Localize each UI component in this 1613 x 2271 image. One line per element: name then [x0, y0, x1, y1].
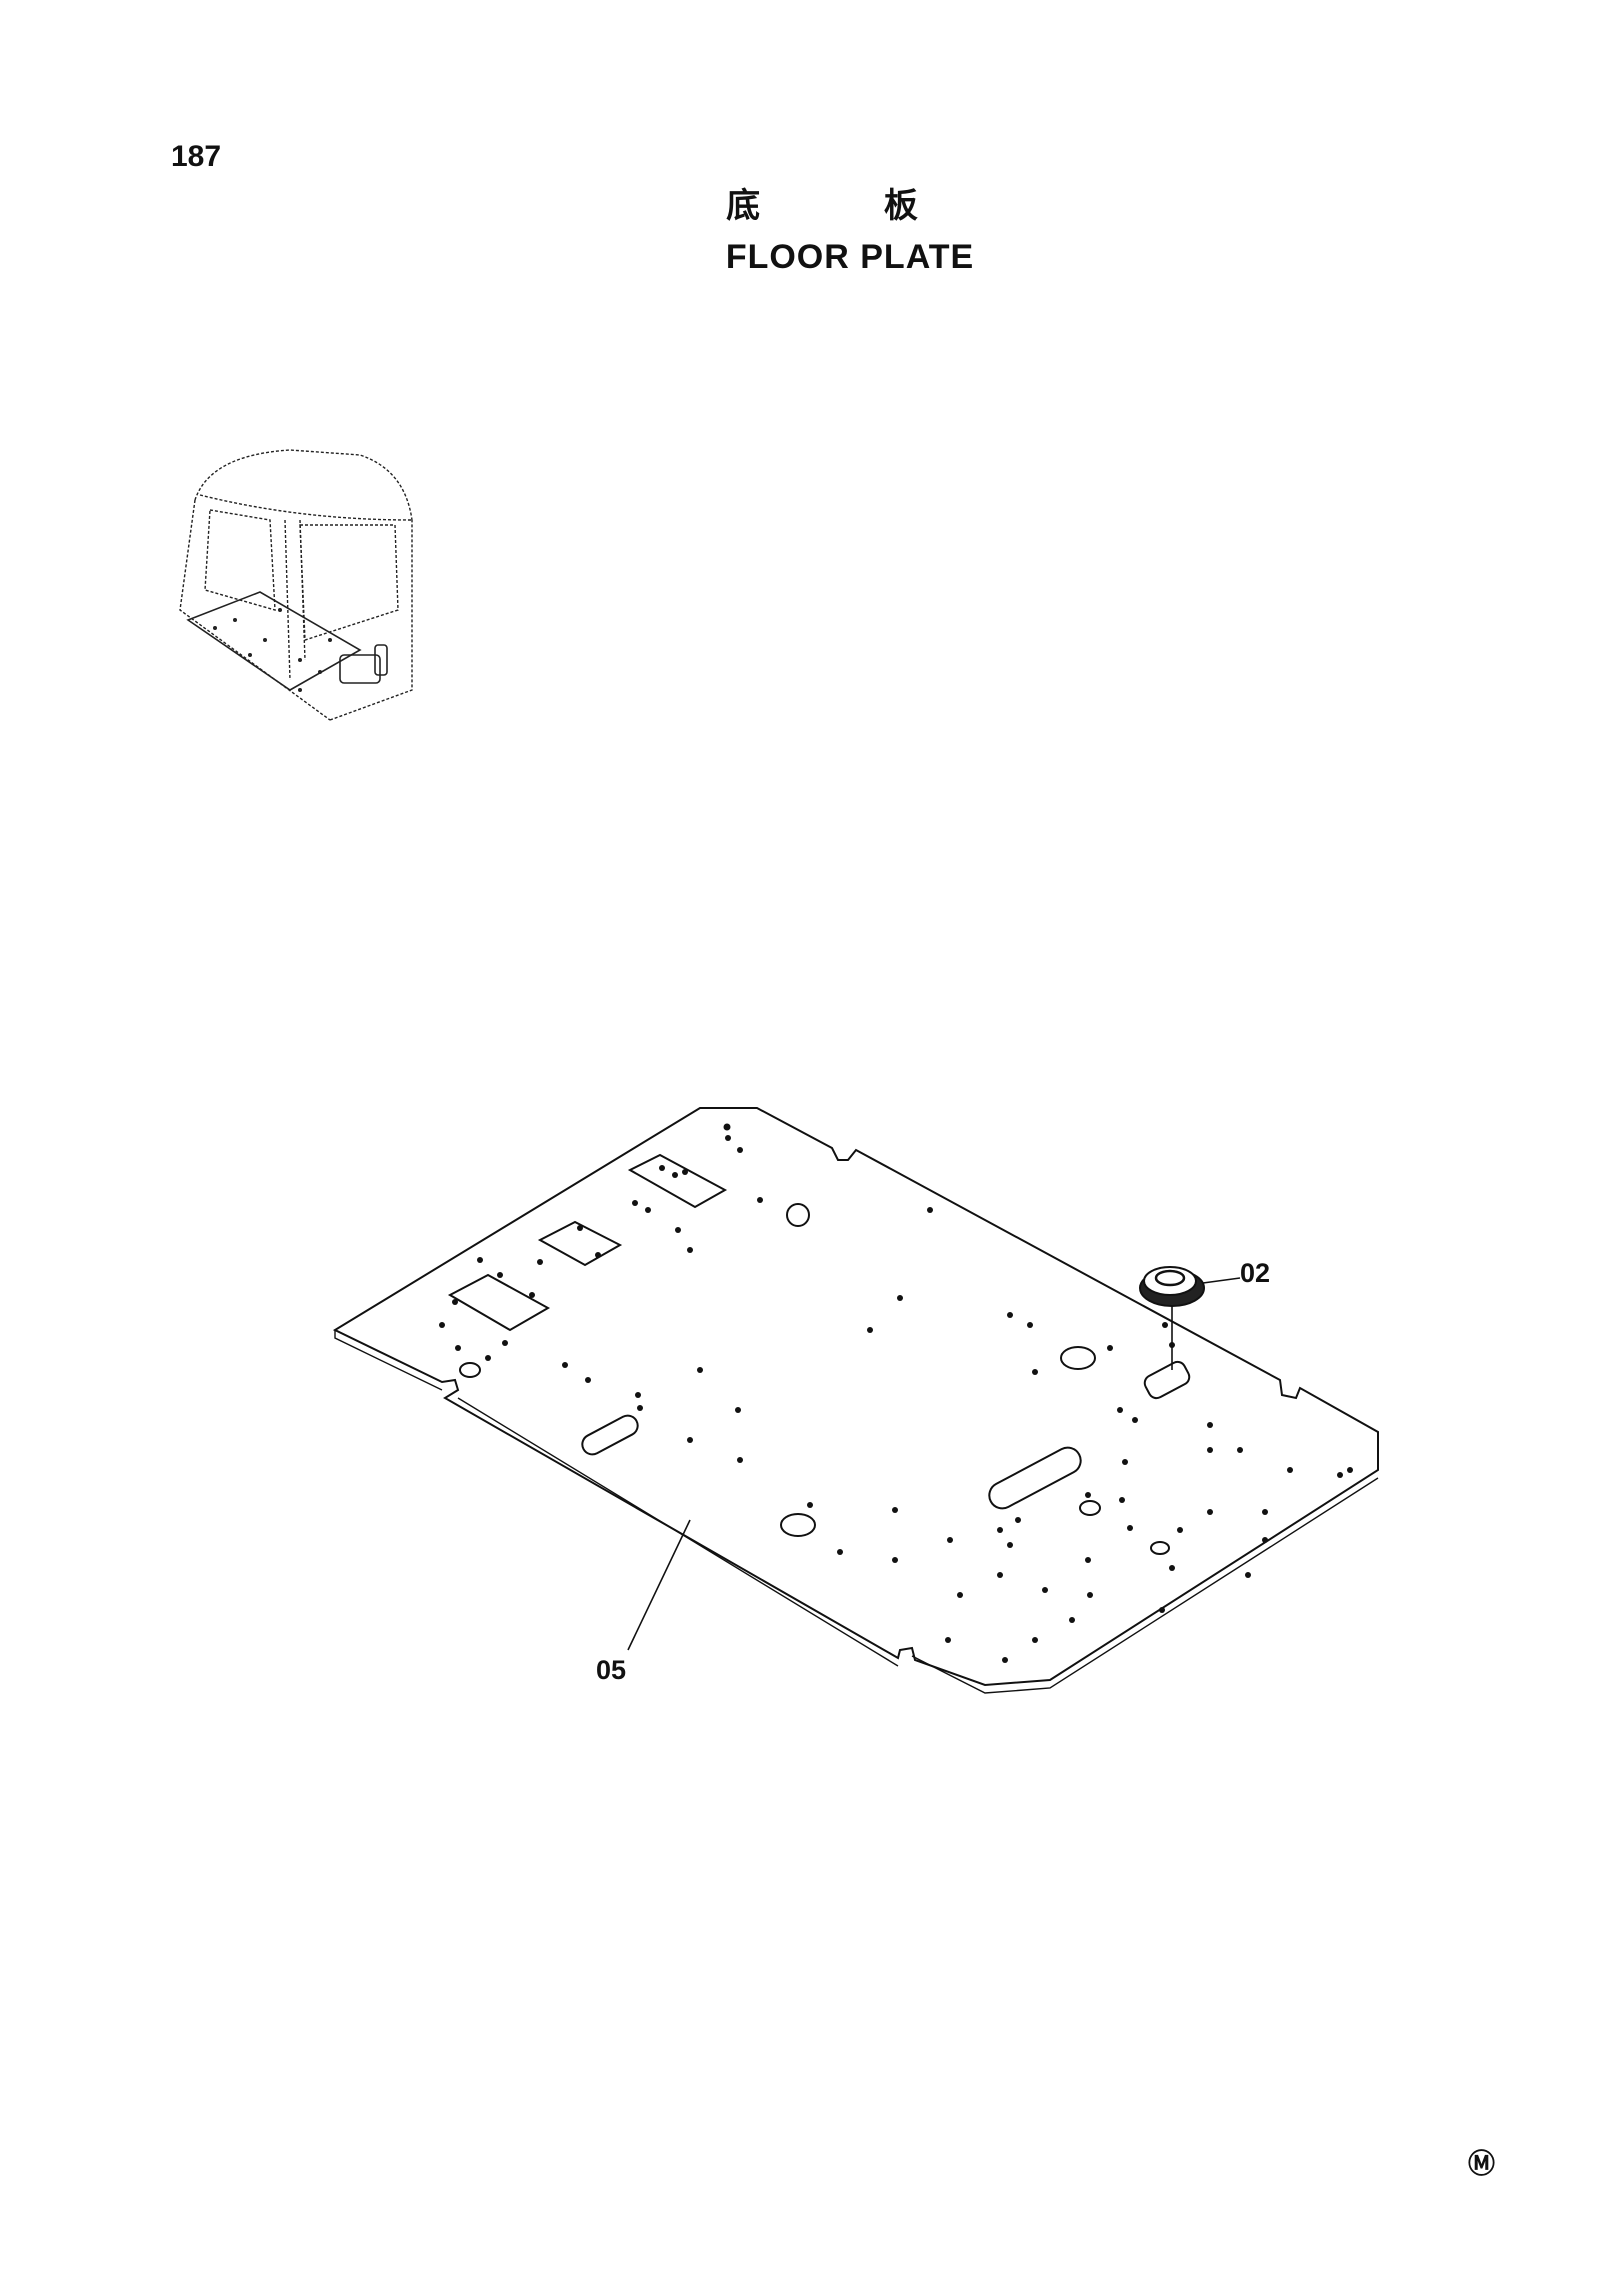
- page-number: 187: [171, 140, 222, 173]
- title-en: FLOOR PLATE: [725, 238, 975, 276]
- cab-window-left: [204, 509, 276, 611]
- cab-roof-outline: [194, 449, 413, 521]
- plate-slot-2: [988, 1446, 1082, 1510]
- plate-opening-2: [537, 1220, 623, 1267]
- cab-floor-cutout: [339, 654, 381, 684]
- callout-label-02: 02: [1240, 1258, 1271, 1288]
- leader-line-02: [1202, 1277, 1241, 1284]
- plate-opening-3: [447, 1273, 551, 1332]
- plate-slot-1: [581, 1414, 639, 1456]
- plate-opening-1: [627, 1153, 728, 1209]
- leader-line-05: [627, 1519, 691, 1651]
- grommet-part-02: [1139, 1266, 1205, 1307]
- grommet-hole: [1143, 1360, 1191, 1400]
- callout-label-05: 05: [596, 1655, 627, 1685]
- cab-floor-plate: [186, 591, 362, 691]
- floor-plate-outline: [332, 1107, 1379, 1687]
- manufacturer-mark: Ⓜ: [1468, 2149, 1495, 2179]
- title-cjk: 底 板: [726, 186, 974, 226]
